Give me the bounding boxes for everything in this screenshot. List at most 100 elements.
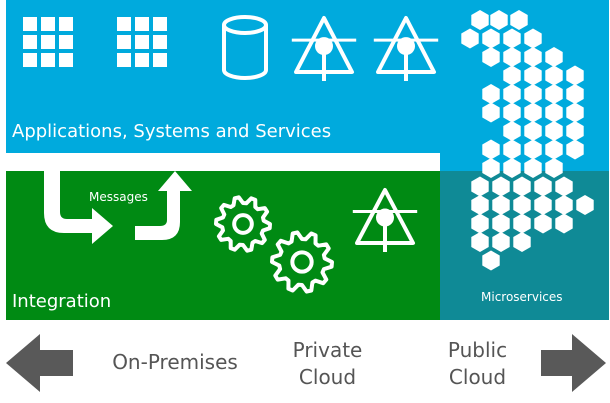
hexagon: [524, 84, 542, 104]
triangle-node-icon: [373, 16, 439, 81]
hexagon-cluster-icon: [461, 10, 594, 271]
grid-cell: [135, 35, 149, 49]
hexagon: [492, 176, 510, 197]
hexagon: [503, 65, 521, 86]
private-cloud-line2: Cloud: [298, 365, 357, 389]
integration-region: [6, 171, 440, 320]
public-cloud-line2: Cloud: [448, 365, 507, 389]
grid-cell: [117, 17, 131, 31]
hexagon: [524, 158, 542, 178]
hexagon: [482, 28, 500, 49]
arrow-up-icon: [135, 171, 192, 240]
hexagon: [524, 65, 542, 86]
hexagon: [524, 102, 542, 123]
grid-cell: [59, 17, 73, 31]
grid-cell: [23, 53, 37, 67]
hexagon: [503, 121, 521, 141]
left-arrow-icon[interactable]: [6, 334, 73, 392]
grid-cell: [41, 17, 55, 31]
hexagon: [566, 121, 584, 141]
hexagon: [503, 158, 521, 178]
hexagon: [545, 65, 563, 86]
hexagon: [492, 213, 510, 234]
gear-icon: [270, 230, 334, 294]
hexagon: [482, 158, 500, 178]
hexagon: [555, 176, 573, 197]
hexagon: [471, 213, 489, 234]
gear-icon: [214, 195, 272, 253]
hexagon: [545, 139, 563, 160]
cloud-apps-region: [440, 0, 609, 171]
arrow-down-right-icon: [44, 171, 113, 244]
hexagon: [503, 84, 521, 104]
hexagon: [503, 28, 521, 49]
hexagon: [513, 232, 531, 252]
on-premises-label: On-Premises: [112, 350, 238, 374]
grid-cell: [135, 17, 149, 31]
grid-cell: [41, 35, 55, 49]
hexagon: [534, 176, 552, 197]
hexagon: [566, 139, 584, 160]
hexagon: [534, 195, 552, 215]
grid-cell: [153, 17, 167, 31]
triangle-node-icon: [291, 16, 357, 81]
hexagon: [545, 84, 563, 104]
hexagon: [461, 28, 479, 49]
hexagon: [513, 213, 531, 234]
hexagon: [555, 195, 573, 215]
hexagon: [524, 28, 542, 49]
hexagon: [566, 102, 584, 123]
hexagon: [555, 213, 573, 234]
hexagon: [545, 47, 563, 67]
private-cloud-label: Private Cloud: [270, 337, 385, 391]
hexagon: [524, 121, 542, 141]
applications-label: Applications, Systems and Services: [12, 121, 332, 142]
grid-cell: [153, 35, 167, 49]
hexagon: [482, 250, 500, 271]
triangle-node-icon: [352, 188, 418, 252]
public-cloud-line1: Public: [447, 338, 508, 362]
grid-cell: [59, 35, 73, 49]
hexagon: [513, 195, 531, 215]
hexagon: [566, 65, 584, 86]
hexagon: [492, 232, 510, 252]
hexagon: [524, 139, 542, 160]
hexagon: [503, 102, 521, 123]
hexagon: [545, 121, 563, 141]
grid-cell: [117, 35, 131, 49]
hexagon: [503, 47, 521, 67]
public-cloud-label: Public Cloud: [425, 337, 530, 391]
private-cloud-line1: Private: [292, 338, 363, 362]
microservices-label: Microservices: [481, 290, 563, 304]
hexagon: [534, 213, 552, 234]
hexagon: [492, 195, 510, 215]
hexagon: [482, 84, 500, 104]
hexagon: [471, 10, 489, 30]
hexagon: [524, 47, 542, 67]
grid-icon: [23, 17, 73, 67]
hexagon: [490, 10, 508, 30]
hexagon: [513, 176, 531, 197]
hexagon: [482, 47, 500, 67]
grid-cell: [59, 53, 73, 67]
grid-icon: [117, 17, 167, 67]
hexagon: [482, 139, 500, 160]
hexagon: [545, 158, 563, 178]
grid-cell: [23, 35, 37, 49]
right-arrow-icon[interactable]: [541, 334, 606, 392]
grid-cell: [135, 53, 149, 67]
grid-cell: [117, 53, 131, 67]
hexagon: [503, 139, 521, 160]
grid-cell: [23, 17, 37, 31]
hexagon: [545, 102, 563, 123]
grid-cell: [41, 53, 55, 67]
hexagon: [471, 176, 489, 197]
database-icon: [222, 15, 268, 80]
hexagon: [576, 195, 594, 215]
gears-icon: [214, 195, 334, 294]
hexagon: [471, 232, 489, 252]
hexagon: [482, 102, 500, 123]
hexagon: [566, 84, 584, 104]
